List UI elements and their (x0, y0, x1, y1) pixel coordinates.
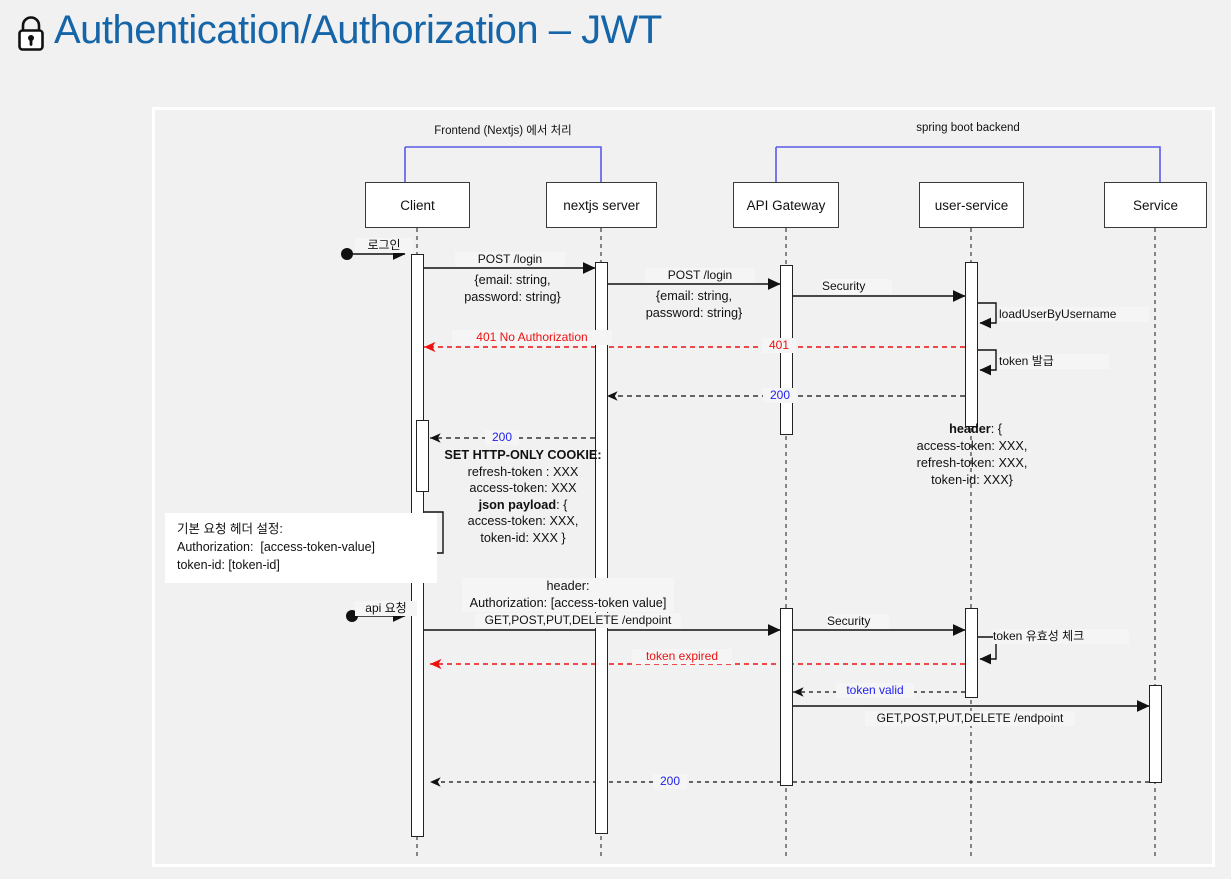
message-label-200-nextjs: 200 (485, 430, 519, 445)
message-note-set-cookie: SET HTTP-ONLY COOKIE: refresh-token : XX… (444, 448, 602, 545)
message-label-token-validity-check: token 유효성 체크 (993, 629, 1129, 644)
message-label-post-login-2: POST /login (645, 268, 755, 283)
message-label-rest-endpoint-1: GET,POST,PUT,DELETE /endpoint (475, 613, 681, 628)
message-note-credentials-1: {email: string, password: string} (464, 273, 561, 305)
message-label-post-login-1: POST /login (455, 252, 565, 267)
message-note-auth-header: header: Authorization: [access-token val… (462, 578, 674, 613)
message-label-token-valid: token valid (836, 683, 914, 698)
message-label-load-user: loadUserByUsername (999, 307, 1149, 322)
sequence-diagram-frame (152, 107, 1215, 867)
lock-icon (14, 13, 48, 53)
lifeline-service[interactable]: Service (1104, 182, 1207, 228)
activation-service (1149, 685, 1162, 783)
group-label-backend: spring boot backend (916, 122, 1020, 134)
message-label-security-1: Security (822, 279, 892, 294)
activation-client-nested (416, 420, 429, 492)
message-label-200-userservice: 200 (763, 388, 797, 403)
lifeline-user-service[interactable]: user-service (919, 182, 1024, 228)
message-label-login: 로그인 (355, 238, 413, 253)
page-title: Authentication/Authorization – JWT (14, 8, 662, 53)
message-label-401-no-authorization: 401 No Authorization (452, 330, 612, 345)
activation-apigw-api (780, 608, 793, 786)
message-label-200-final: 200 (653, 774, 687, 789)
group-label-frontend: Frontend (Nextjs) 에서 처리 (434, 125, 572, 137)
lifeline-api-gateway[interactable]: API Gateway (733, 182, 839, 228)
activation-nextjs-main (595, 262, 608, 834)
message-note-credentials-2: {email: string, password: string} (645, 289, 743, 321)
activation-userservice-login (965, 262, 978, 427)
message-label-rest-endpoint-2: GET,POST,PUT,DELETE /endpoint (865, 711, 1075, 726)
message-label-security-2: Security (827, 614, 889, 629)
message-label-401: 401 (762, 338, 796, 353)
message-label-api-request: api 요청 (355, 601, 417, 616)
lifeline-nextjs-server[interactable]: nextjs server (546, 182, 657, 228)
message-label-token-expired: token expired (632, 649, 732, 664)
note-default-request-header: 기본 요청 헤더 설정: Authorization: [access-toke… (165, 513, 437, 584)
page-title-text: Authentication/Authorization – JWT (54, 8, 662, 52)
lifeline-client[interactable]: Client (365, 182, 470, 228)
message-label-token-issue: token 발급 (999, 354, 1109, 369)
message-note-header-tokens: header: { access-token: XXX, refresh-tok… (916, 422, 1028, 488)
activation-userservice-api (965, 608, 978, 698)
